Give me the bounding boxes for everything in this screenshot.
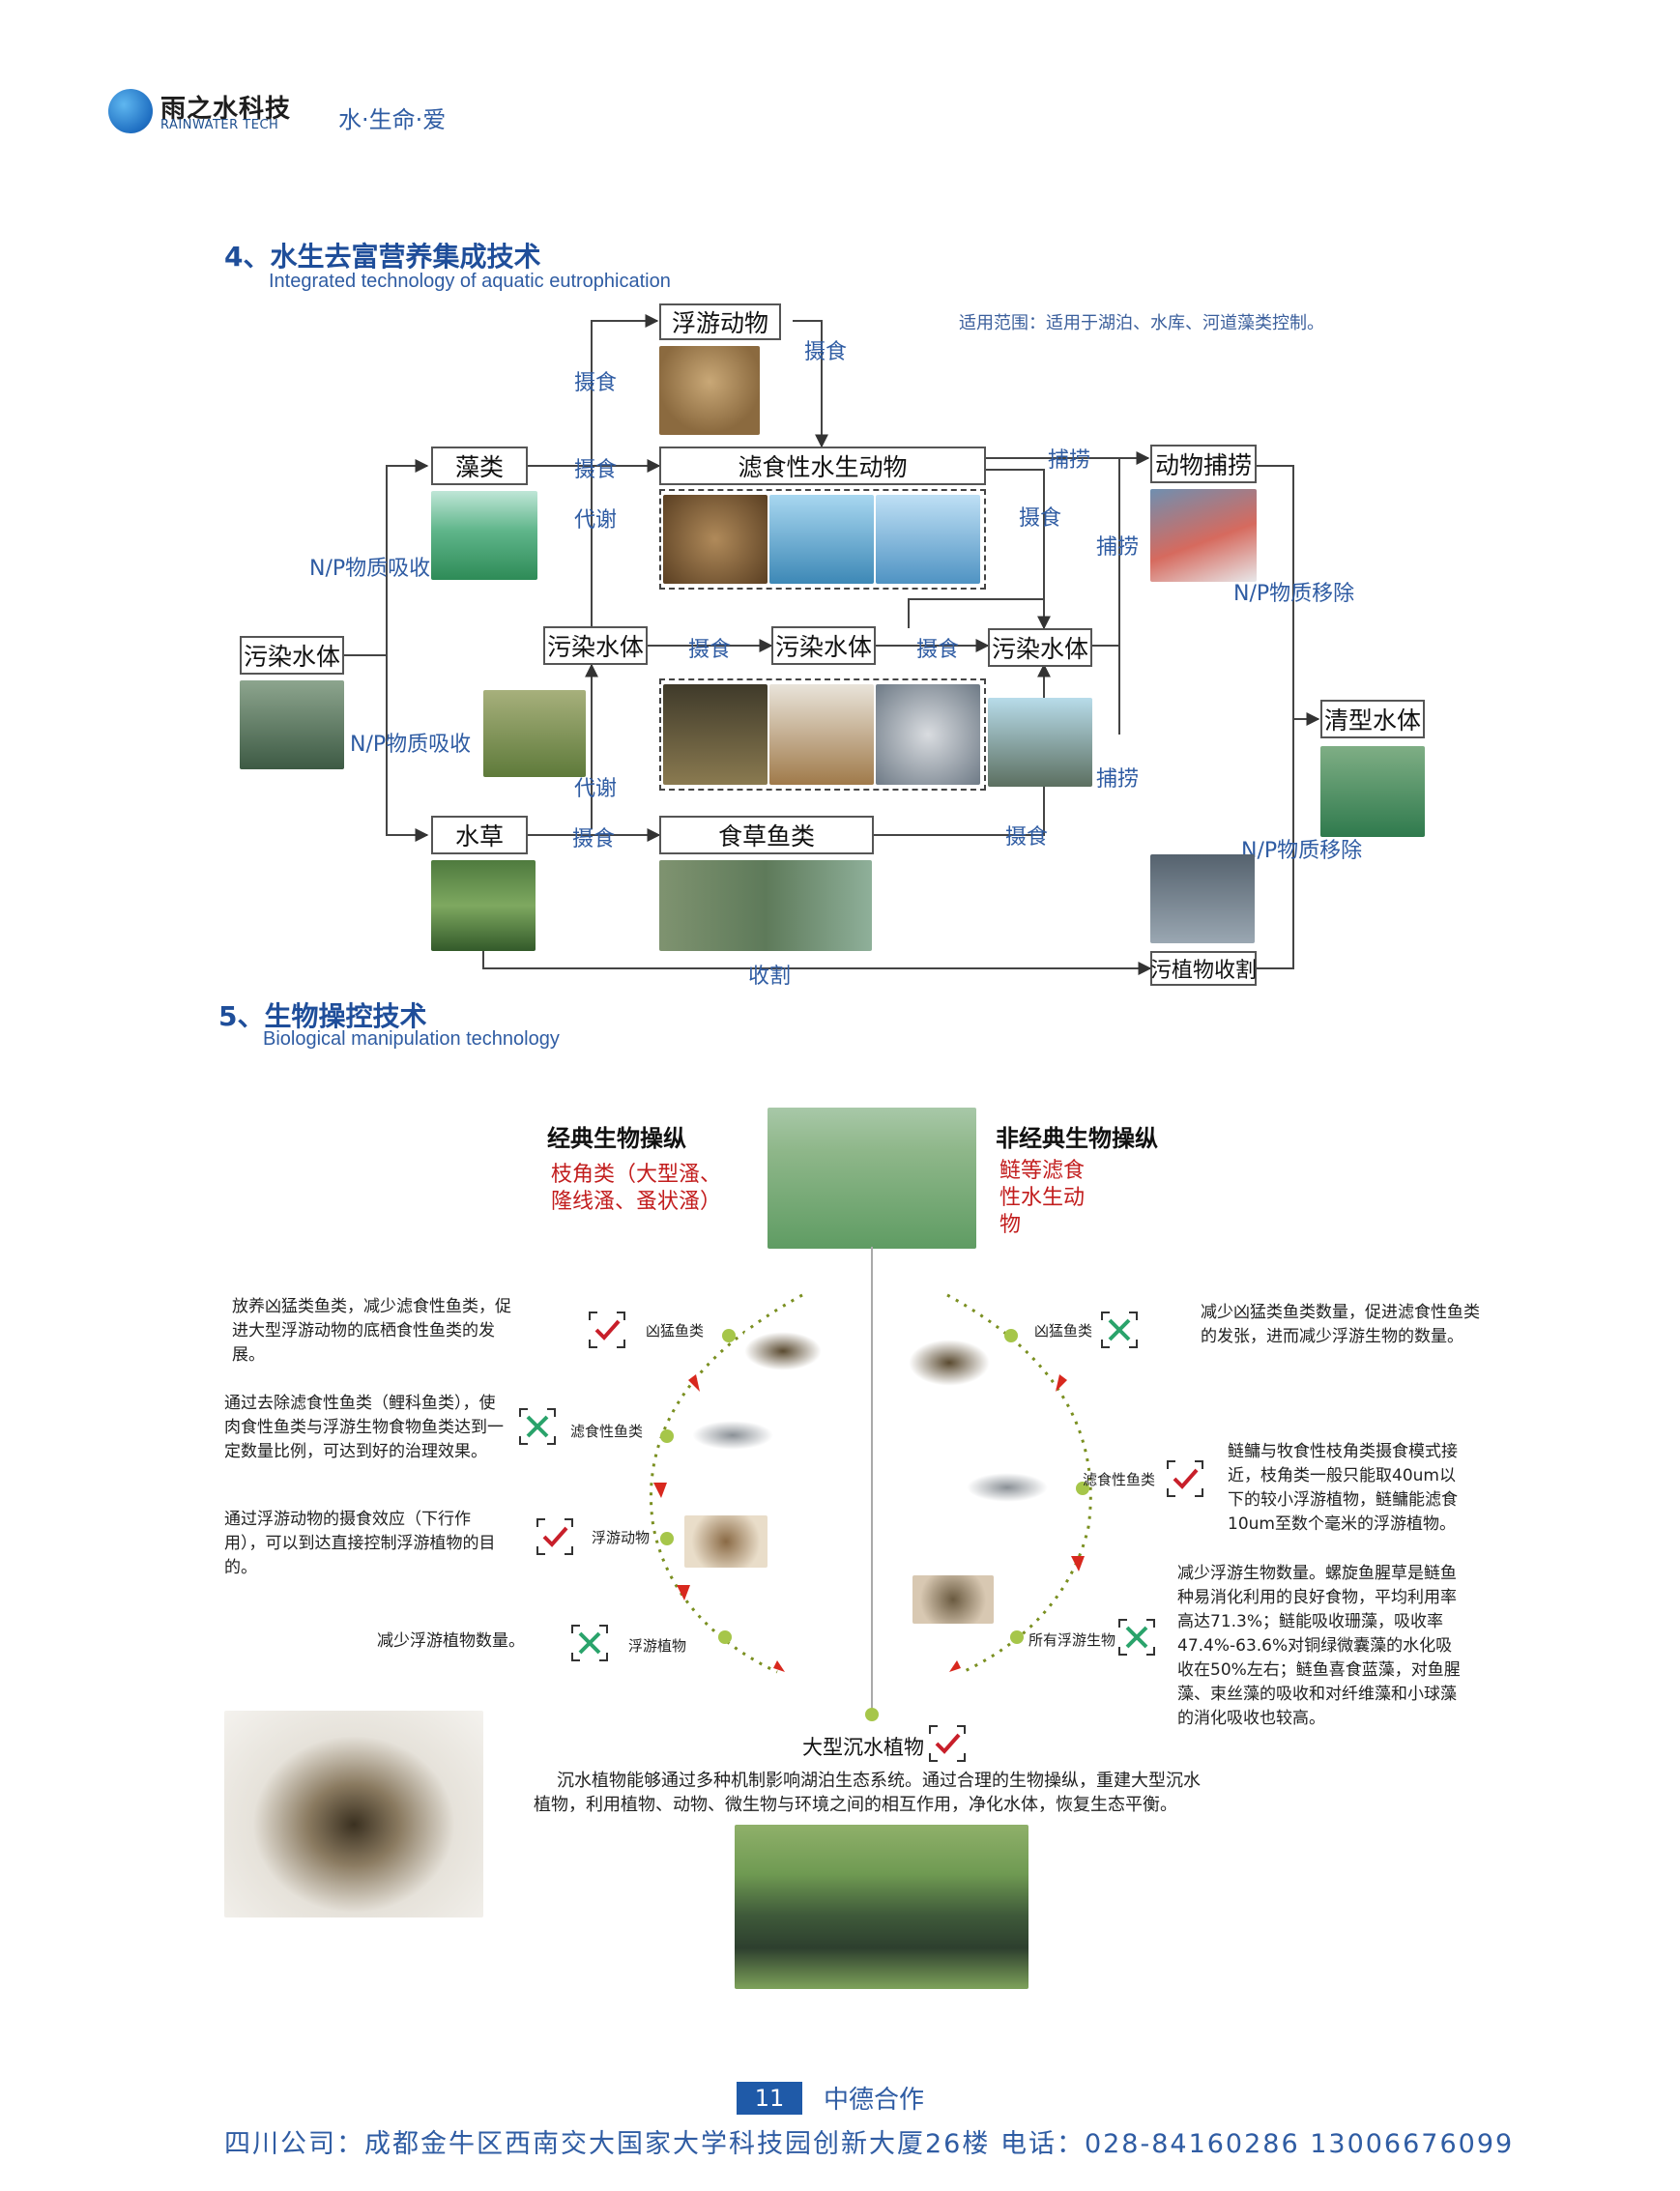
box-animal-fishing: 动物捕捞 <box>1150 445 1257 483</box>
left-note-3: 通过浮游动物的摄食效应（下行作用），可以到达直接控制浮游植物的目的。 <box>224 1510 496 1577</box>
box-clean-water: 清型水体 <box>1320 700 1425 738</box>
cross-mark-icon <box>1101 1312 1138 1348</box>
submerged-plant-note: 沉水植物能够通过多种机制影响湖泊生态系统。通过合理的生物操纵，重建大型沉水植物，… <box>534 1771 1201 1815</box>
plankton-photo <box>912 1575 994 1624</box>
slogan: 水·生命·爱 <box>338 106 447 133</box>
filter-fish-photo <box>967 1473 1048 1502</box>
box-polluted-mid1: 污染水体 <box>543 626 648 665</box>
label-harvest: 收割 <box>748 965 792 989</box>
cross-mark-icon <box>571 1625 608 1661</box>
section5-title: 5、生物操控技术 <box>218 1000 427 1032</box>
left-note-2: 通过去除滤食性鱼类（鲤科鱼类），使肉食性鱼类与浮游生物食物鱼类达到一定数量比例，… <box>224 1394 504 1461</box>
left-item-predator: 凶猛鱼类 <box>646 1322 705 1340</box>
algae-photo <box>431 491 537 580</box>
zooplankton-photo <box>684 1515 768 1568</box>
label-np-remove: N/P物质移除 <box>1241 839 1363 863</box>
label-np-remove: N/P物质移除 <box>1233 582 1355 606</box>
scope-note: 适用范围：适用于湖泊、水库、河道藻类控制。 <box>959 313 1324 333</box>
predator-fish-photo <box>909 1340 990 1386</box>
fishing-photo <box>1150 489 1257 582</box>
label-feed: 摄食 <box>572 827 616 851</box>
left-item-filter: 滤食性鱼类 <box>570 1423 644 1440</box>
polluted-water-photo <box>240 680 344 769</box>
brand-logo-icon <box>108 89 153 133</box>
nonclassic-title: 非经典生物操纵 <box>996 1125 1158 1152</box>
label-metabolism: 代谢 <box>574 508 618 533</box>
zooplankton-photo <box>659 346 760 435</box>
classic-red-text: 枝角类（大型溞、 隆线溞、蚤状溞） <box>551 1163 722 1214</box>
label-fishing: 捕捞 <box>1096 535 1140 560</box>
cross-mark-icon <box>519 1408 556 1445</box>
reed-photo <box>483 690 586 777</box>
right-item-predator: 凶猛鱼类 <box>1034 1322 1093 1340</box>
submerged-plant-label: 大型沉水植物 <box>802 1736 924 1759</box>
algae-lake-photo <box>768 1108 976 1249</box>
page-number: 11 <box>737 2082 802 2115</box>
label-metabolism: 代谢 <box>574 777 618 801</box>
cross-mark-icon <box>1118 1619 1155 1656</box>
label-feed: 摄食 <box>804 340 848 364</box>
flow-connectors <box>344 314 1320 975</box>
left-note-4: 减少浮游植物数量。 <box>377 1631 525 1651</box>
box-polluted-mid2: 污染水体 <box>771 626 876 665</box>
root-photo <box>663 684 768 785</box>
label-feed: 摄食 <box>574 458 618 482</box>
box-polluted-left: 污染水体 <box>240 636 344 675</box>
manipulation-curves <box>649 1247 1092 1721</box>
box-aquatic-plants: 水草 <box>431 816 528 854</box>
label-feed: 摄食 <box>574 371 618 395</box>
check-mark-icon <box>929 1725 966 1762</box>
label-np-absorb: N/P物质吸收 <box>350 733 472 757</box>
label-feed: 摄食 <box>1019 506 1062 531</box>
left-item-phytoplankton: 浮游植物 <box>628 1637 687 1655</box>
label-fishing: 捕捞 <box>1096 767 1140 792</box>
check-mark-icon <box>1167 1460 1203 1497</box>
submerged-plant-photo <box>735 1825 1028 1989</box>
section5-subtitle: Biological manipulation technology <box>263 1028 560 1050</box>
nonclassic-red-text: 鲢等滤食 性水生动 物 <box>999 1159 1086 1237</box>
fish-photo <box>769 495 874 584</box>
left-note-1: 放养凶猛类鱼类，减少滤食性鱼类，促进大型浮游动物的底栖食性鱼类的发展。 <box>232 1297 511 1365</box>
footer-tag: 中德合作 <box>824 2086 925 2115</box>
label-feed: 摄食 <box>916 638 960 662</box>
box-filter-feeders: 滤食性水生动物 <box>659 447 986 485</box>
right-item-filter: 滤食性鱼类 <box>1083 1471 1156 1488</box>
brand-name: 雨之水科技 <box>160 95 292 124</box>
fish-photo <box>876 495 980 584</box>
brand-name-en: RAINWATER TECH <box>160 118 279 132</box>
fish-photo <box>876 684 980 785</box>
predator-fish-photo <box>744 1332 822 1370</box>
box-herbivorous-fish: 食草鱼类 <box>659 816 874 854</box>
label-np-absorb: N/P物质吸收 <box>309 557 431 581</box>
right-item-all-plankton: 所有浮游生物 <box>1028 1631 1116 1649</box>
label-feed: 摄食 <box>1005 825 1049 850</box>
filter-feeder-photos <box>659 489 986 590</box>
box-polluted-mid3: 污染水体 <box>988 628 1092 667</box>
section4-title: 4、水生去富营养集成技术 <box>224 241 541 273</box>
box-zooplankton: 浮游动物 <box>659 303 781 340</box>
aquatic-plants-photo <box>431 860 536 951</box>
benthic-photos <box>659 678 986 791</box>
check-mark-icon <box>536 1518 573 1555</box>
snail-photo <box>769 684 874 785</box>
right-note-2: 鲢鳙与牧食性枝角类摄食模式接近，枝角类一般只能取40um以下的较小浮游植物，鲢鳙… <box>1228 1442 1458 1534</box>
filter-fish-photo <box>692 1421 773 1450</box>
shellfish-photo <box>663 495 768 584</box>
section4-subtitle: Integrated technology of aquatic eutroph… <box>269 271 671 292</box>
right-note-3: 减少浮游生物数量。螺旋鱼腥草是鲢鱼种易消化利用的良好食物，平均利用率高达71.3… <box>1177 1564 1461 1728</box>
herbivorous-fish-photo <box>659 860 872 951</box>
fish-photo <box>988 698 1092 787</box>
classic-title: 经典生物操纵 <box>547 1125 686 1152</box>
daphnia-photo <box>224 1711 483 1917</box>
harvest-photo <box>1150 854 1255 943</box>
label-fishing: 捕捞 <box>1048 448 1091 473</box>
box-plant-harvest: 污植物收割 <box>1150 951 1257 986</box>
check-mark-icon <box>589 1312 625 1348</box>
clean-water-photo <box>1320 746 1425 837</box>
right-note-1: 减少凶猛类鱼类数量，促进滤食性鱼类的发张，进而减少浮游生物的数量。 <box>1201 1303 1480 1346</box>
left-item-zooplankton: 浮游动物 <box>592 1529 651 1546</box>
box-algae: 藻类 <box>431 447 528 485</box>
label-feed: 摄食 <box>688 638 732 662</box>
footer-address: 四川公司：成都金牛区西南交大国家大学科技园创新大厦26楼 电话：028-8416… <box>224 2129 1515 2159</box>
